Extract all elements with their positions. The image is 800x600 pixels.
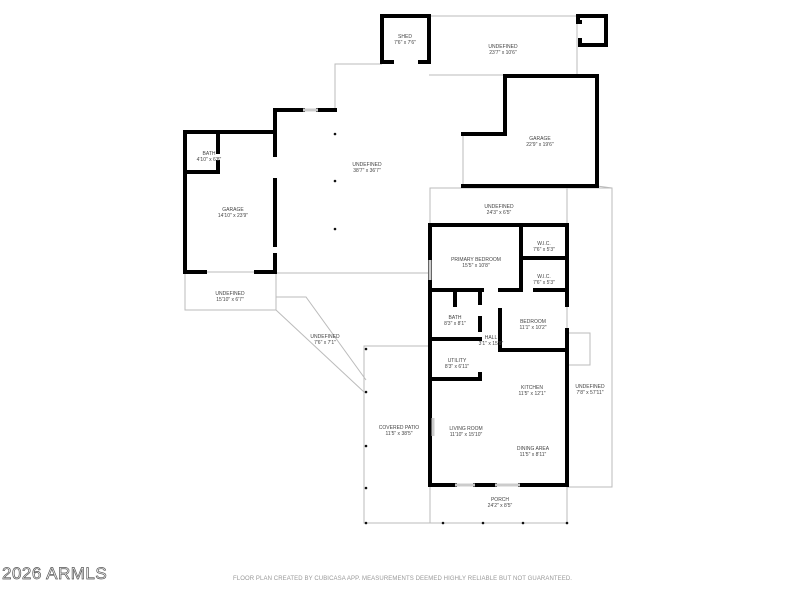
room-name: UNDEFINED — [575, 384, 605, 390]
disclaimer: FLOOR PLAN CREATED BY CUBICASA APP. MEAS… — [233, 576, 573, 582]
walls — [183, 14, 608, 487]
room-name: W.I.C. — [537, 274, 551, 280]
room-size: 8'3" x 6'11" — [445, 364, 469, 370]
room-name: PRIMARY BEDROOM — [451, 257, 501, 263]
room-size: 4'10" x 6'8" — [197, 157, 222, 163]
room-size: 38'7" x 36'7" — [353, 168, 381, 174]
room-size: 3'1" x 15'8" — [479, 341, 504, 347]
room-size: 24'3" x 6'5" — [487, 210, 512, 216]
room-size: 24'2" x 8'5" — [488, 503, 513, 509]
room-size: 7'6" x 7'6" — [394, 40, 416, 46]
room-name: UNDEFINED — [215, 291, 245, 297]
room-name: W.I.C. — [537, 241, 551, 247]
room-name: PORCH — [491, 497, 509, 503]
room-size: 11'5" x 38'5" — [385, 431, 412, 437]
room-name: LIVING ROOM — [449, 426, 482, 432]
room-size: 11'5" x 8'11" — [520, 452, 547, 458]
room-name: GARAGE — [529, 136, 551, 142]
room-size: 11'10" x 15'10" — [450, 432, 483, 438]
room-size: 7'8" x 57'11" — [576, 390, 603, 396]
watermark: 2026 ARMLS — [2, 564, 108, 584]
room-name: BATH — [203, 151, 216, 157]
room-name: UNDEFINED — [352, 162, 382, 168]
room-name: HALL — [485, 335, 498, 341]
room-name: UNDEFINED — [310, 334, 340, 340]
room-name: DINING AREA — [517, 446, 550, 452]
room-name: BEDROOM — [520, 319, 546, 325]
room-size: 15'10" x 6'7" — [216, 297, 244, 303]
room-name: UNDEFINED — [484, 204, 514, 210]
room-size: 11'1" x 10'2" — [519, 325, 546, 331]
room-name: UNDEFINED — [488, 44, 518, 50]
room-size: 11'5" x 12'1" — [518, 391, 545, 397]
room-size: 23'7" x 10'6" — [489, 50, 517, 56]
room-size: 14'10" x 23'9" — [218, 213, 248, 219]
room-name: SHED — [398, 34, 412, 40]
room-name: COVERED PATIO — [379, 425, 419, 431]
room-size: 7'6" x 5'3" — [533, 280, 555, 286]
room-name: UTILITY — [448, 358, 467, 364]
room-size: 22'9" x 19'6" — [526, 142, 554, 148]
room-size: 7'6" x 7'1" — [314, 340, 336, 346]
room-size: 15'5" x 10'8" — [462, 263, 490, 269]
room-name: GARAGE — [222, 207, 244, 213]
room-size: 8'3" x 8'1" — [444, 321, 466, 327]
posts — [333, 132, 569, 525]
room-name: BATH — [449, 315, 462, 321]
room-size: 7'6" x 5'3" — [533, 247, 555, 253]
room-name: KITCHEN — [521, 385, 543, 391]
room-labels: SHED 7'6" x 7'6" UNDEFINED 23'7" x 10'6"… — [197, 34, 605, 509]
